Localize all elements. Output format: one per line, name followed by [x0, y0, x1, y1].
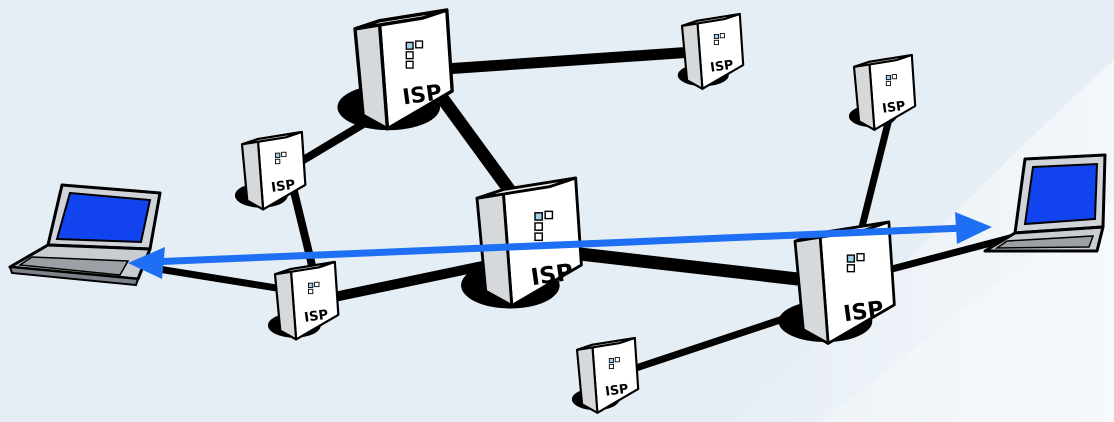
isp-label: ISP [401, 80, 444, 110]
isp-label: ISP [881, 99, 906, 117]
isp-label: ISP [604, 382, 629, 400]
server-icon: ISP [353, 8, 454, 131]
isp-bottom-left: ISP [267, 260, 340, 341]
server-icon: ISP [793, 220, 896, 345]
laptop-right [983, 153, 1107, 253]
server-icon: ISP [475, 176, 583, 308]
double-arrow-icon [128, 212, 992, 279]
isp-right: ISP [778, 220, 896, 345]
server-icon: ISP [273, 260, 340, 341]
isp-top-right: ISP [677, 12, 745, 90]
isp-left: ISP [234, 130, 307, 211]
server-icon: ISP [852, 53, 917, 131]
laptop-icon [8, 183, 162, 287]
server-icon: ISP [680, 12, 745, 90]
background-swoosh-2 [820, 200, 1114, 422]
isp-label: ISP [303, 308, 329, 326]
laptop-left [8, 183, 162, 287]
isp-label: ISP [709, 58, 734, 76]
isp-label: ISP [842, 297, 885, 327]
path-arrow [128, 212, 992, 279]
isp-top: ISP [337, 8, 454, 131]
isp-label: ISP [529, 259, 575, 292]
isp-far-right-top: ISP [848, 53, 917, 131]
laptop-icon [983, 153, 1107, 253]
isp-label: ISP [270, 178, 296, 196]
isp-bottom-center: ISP [571, 336, 640, 414]
link-isp-top-to-isp-top-right [424, 44, 728, 76]
server-icon: ISP [240, 130, 307, 211]
background-swoosh [720, 60, 1114, 422]
isp-center: ISP [461, 176, 583, 309]
server-icon: ISP [575, 336, 640, 414]
